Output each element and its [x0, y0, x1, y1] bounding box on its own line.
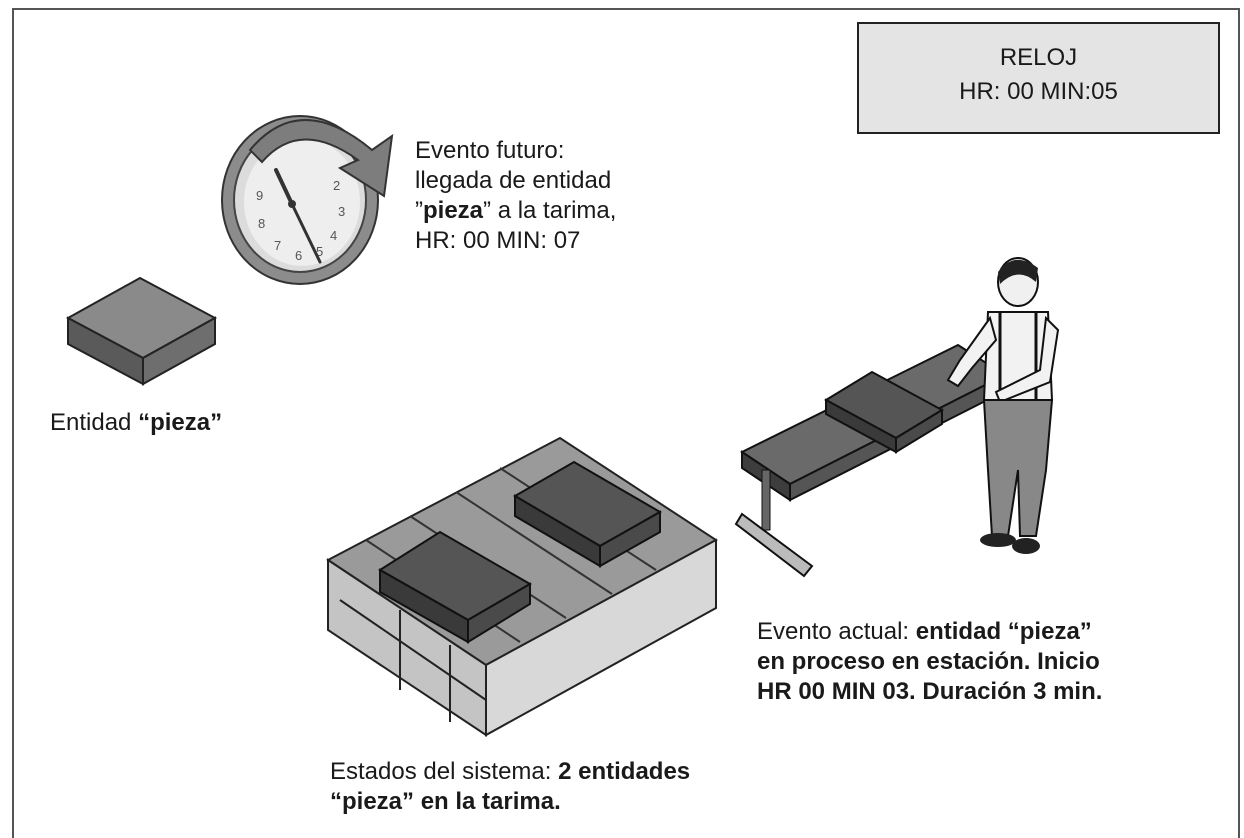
- clock-display-box: RELOJ HR: 00 MIN:05: [857, 22, 1220, 134]
- system-state-line-2-text: “pieza” en la tarima.: [330, 788, 561, 815]
- clock-time: HR: 00 MIN:05: [959, 78, 1118, 105]
- system-state-line-1: Estados del sistema: 2 entidades: [330, 757, 690, 787]
- future-event-line-2: llegada de entidad: [415, 167, 612, 194]
- future-event-entity: pieza: [423, 197, 484, 224]
- system-state-count: 2 entidades: [558, 758, 691, 785]
- future-event-label: Evento futuro: llegada de entidad ”pieza…: [415, 136, 616, 256]
- quote-open: ”: [415, 197, 423, 224]
- curved-arrow: [248, 119, 394, 198]
- current-event-line-3: HR 00 MIN 03. Duración 3 min.: [757, 677, 1102, 707]
- current-event-entity: entidad “pieza”: [915, 618, 1092, 645]
- clock-num-5: 5: [316, 244, 323, 259]
- diagram-frame: [12, 8, 1240, 838]
- clock-num-2: 2: [333, 178, 340, 193]
- entity-label-prefix: Entidad: [50, 409, 139, 436]
- current-event-line-2-text: en proceso en estación. Inicio: [757, 648, 1100, 675]
- clock-num-3: 3: [338, 204, 345, 219]
- future-event-line-4: HR: 00 MIN: 07: [415, 227, 581, 254]
- clock-icon: 2 3 4 5 6 7 8 9: [221, 115, 394, 285]
- future-event-line-1: Evento futuro:: [415, 137, 565, 164]
- clock-num-9: 9: [256, 188, 263, 203]
- entity-label-name: “pieza”: [138, 409, 223, 436]
- entity-box-icon: [65, 276, 218, 386]
- clock-num-4: 4: [330, 228, 337, 243]
- worker-icon: [946, 257, 1060, 554]
- future-event-line-3: ”pieza” a la tarima,: [415, 196, 616, 226]
- current-event-line-3-text: HR 00 MIN 03. Duración 3 min.: [757, 678, 1103, 705]
- current-event-line-1: Evento actual: entidad “pieza”: [757, 617, 1102, 647]
- workstation-table-icon: [734, 343, 1008, 578]
- entity-label: Entidad “pieza”: [50, 408, 222, 438]
- clock-title: RELOJ: [999, 44, 1078, 71]
- future-event-rest: ” a la tarima,: [483, 197, 617, 224]
- current-event-line-2: en proceso en estación. Inicio: [757, 647, 1102, 677]
- system-state-prefix: Estados del sistema:: [330, 758, 559, 785]
- clock-num-8: 8: [258, 216, 265, 231]
- clock-num-6: 6: [295, 248, 302, 263]
- system-state-line-2: “pieza” en la tarima.: [330, 787, 690, 817]
- clock-num-7: 7: [274, 238, 281, 253]
- current-event-label: Evento actual: entidad “pieza” en proces…: [757, 617, 1102, 707]
- system-state-label: Estados del sistema: 2 entidades “pieza”…: [330, 757, 690, 817]
- pallet-icon: [326, 436, 718, 737]
- current-event-prefix: Evento actual:: [757, 618, 916, 645]
